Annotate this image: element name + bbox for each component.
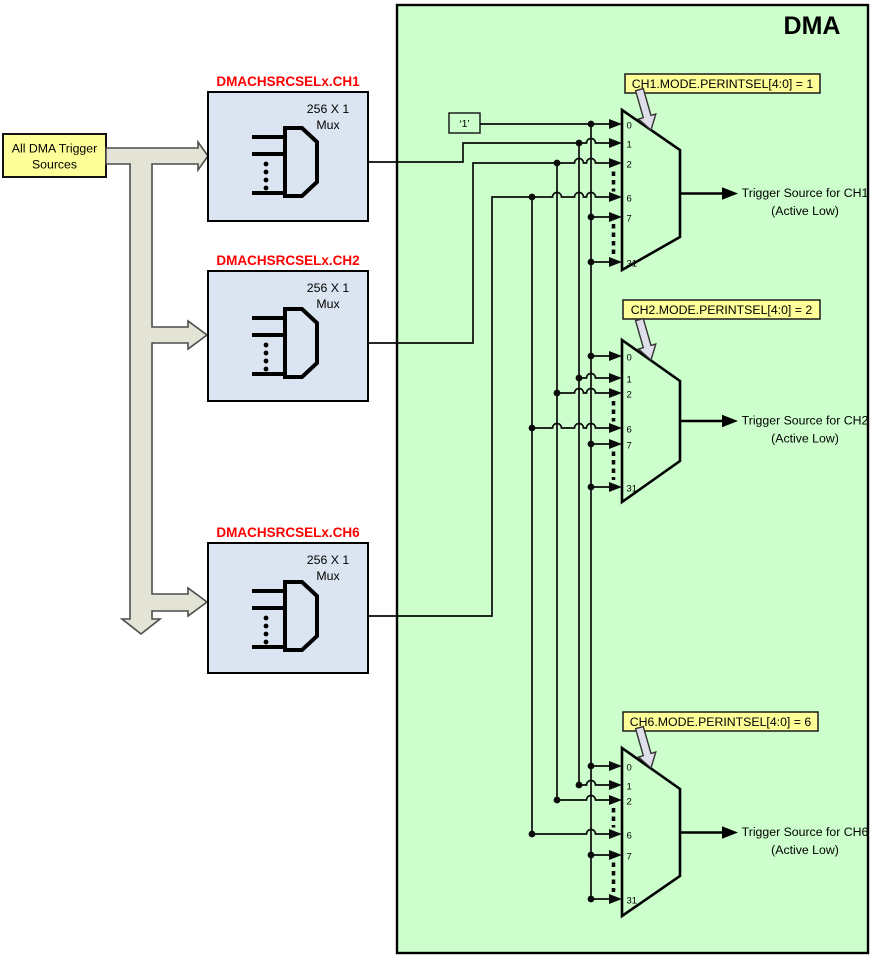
- mux-input-label: 2: [627, 797, 632, 808]
- dma-title: DMA: [784, 12, 841, 40]
- trigger-sources-rect: [2, 133, 107, 178]
- perintsel-label-ch1: CH1.MODE.PERINTSEL[4:0] = 1: [632, 77, 814, 91]
- mux-input-label: 6: [627, 425, 632, 436]
- trigger-output-ch1-line1: Trigger Source for CH1: [742, 186, 869, 200]
- channel-mux-ch2: CH2.MODE.PERINTSEL[4:0] = 2 0 1 2 6 7 31…: [611, 299, 869, 505]
- trigger-sources-label-line1: All DMA Trigger: [12, 142, 97, 156]
- constant-one-rect: [448, 112, 481, 134]
- perintsel-label-ch6-box: [622, 711, 819, 732]
- trigger-output-ch6-line2: (Active Low): [771, 843, 839, 857]
- selector-rect-ch1: [207, 91, 369, 222]
- mux-input-label: 31: [627, 896, 638, 907]
- trigger-output-ch2-line2: (Active Low): [771, 432, 839, 446]
- mux-input-label: 1: [627, 140, 632, 151]
- mux-input-label: 7: [627, 852, 632, 863]
- mux-input-label: 31: [627, 259, 638, 270]
- register-title-ch1: DMACHSRCSELx.CH1: [216, 74, 360, 89]
- mux-input-label: 0: [627, 763, 632, 774]
- mux-input-label: 2: [627, 390, 632, 401]
- mux-shape-ch2: [620, 337, 682, 505]
- trigger-sources-label-line2: Sources: [32, 158, 77, 172]
- mux-icon: [252, 126, 319, 198]
- mux-input-label: 7: [627, 441, 632, 452]
- dma-block: DMA: [395, 3, 870, 955]
- selector-size-ch2: 256 X 1: [307, 281, 350, 295]
- dma-region-box: [395, 3, 870, 955]
- mux-input-label: 2: [627, 160, 632, 171]
- perintsel-label-ch6: CH6.MODE.PERINTSEL[4:0] = 6: [630, 715, 812, 729]
- mux-shape-ch6: [620, 745, 682, 919]
- selector-box-ch1: DMACHSRCSELx.CH1 256 X 1 Mux: [207, 74, 369, 222]
- constant-one-box: ‘1’: [448, 112, 481, 134]
- trigger-output-ch6-line1: Trigger Source for CH6: [742, 825, 869, 839]
- trigger-output-ch1-line2: (Active Low): [771, 204, 839, 218]
- register-title-ch6: DMACHSRCSELx.CH6: [216, 525, 360, 540]
- selector-type-ch1: Mux: [316, 118, 340, 132]
- mux-shape-ch1: [620, 107, 682, 273]
- mux-input-label: 0: [627, 121, 632, 132]
- mux-input-label: 1: [627, 782, 632, 793]
- mux-icon: [252, 307, 319, 379]
- mux-input-label: 1: [627, 375, 632, 386]
- trigger-output-ch2-line1: Trigger Source for CH2: [742, 414, 869, 428]
- mux-icon: [252, 580, 319, 652]
- constant-one-label: ‘1’: [459, 118, 470, 130]
- mux-input-label: 6: [627, 831, 632, 842]
- selector-box-ch2: DMACHSRCSELx.CH2 256 X 1 Mux: [207, 253, 369, 402]
- channel-mux-ch1: CH1.MODE.PERINTSEL[4:0] = 1 0 1 2 6 7 31…: [611, 73, 869, 273]
- mux-input-label: 31: [627, 484, 638, 495]
- selector-size-ch6: 256 X 1: [307, 553, 350, 567]
- mux-input-label: 0: [627, 353, 632, 364]
- junction-dots: [528, 120, 595, 903]
- perintsel-label-ch1-box: [624, 73, 821, 94]
- selector-type-ch6: Mux: [316, 569, 340, 583]
- mux-input-label: 7: [627, 214, 632, 225]
- register-title-ch2: DMACHSRCSELx.CH2: [216, 253, 359, 268]
- input-arrowheads: [609, 119, 622, 904]
- trigger-bus-arrow: [105, 139, 209, 636]
- selector-type-ch2: Mux: [316, 297, 340, 311]
- selector-size-ch1: 256 X 1: [307, 102, 350, 116]
- select-arrow-icon: [634, 87, 657, 132]
- mux-input-label: 6: [627, 194, 632, 205]
- selector-rect-ch2: [207, 270, 369, 402]
- perintsel-label-ch2-box: [622, 299, 821, 320]
- perintsel-label-ch2: CH2.MODE.PERINTSEL[4:0] = 2: [631, 303, 813, 317]
- selector-box-ch6: DMACHSRCSELx.CH6 256 X 1 Mux: [207, 525, 369, 674]
- channel-mux-ch6: CH6.MODE.PERINTSEL[4:0] = 6 0 1 2 6 7 31…: [611, 711, 869, 919]
- select-arrow-icon: [634, 725, 657, 770]
- select-arrow-icon: [634, 317, 657, 362]
- trigger-sources-box: All DMA Trigger Sources: [2, 133, 107, 178]
